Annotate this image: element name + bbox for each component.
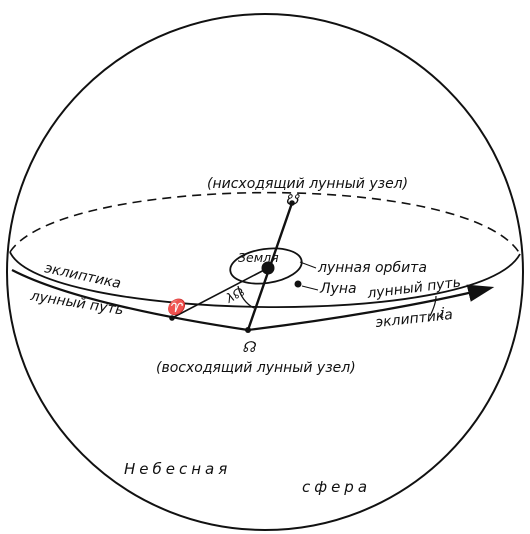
ascending-node-label: (восходящий лунный узел)	[156, 360, 356, 376]
inclination-label: i	[440, 304, 445, 322]
celestial-sphere-label-1: Небесная	[124, 460, 231, 478]
earth-label: Земля	[238, 250, 279, 265]
descending-node-symbol: ☋	[285, 191, 300, 209]
angle-lambda-label: λ☊	[222, 284, 246, 306]
moon-pointer	[302, 286, 318, 290]
descending-node-label: (нисходящий лунный узел)	[207, 176, 408, 192]
vernal-equinox-symbol: ♈	[166, 298, 188, 316]
ascending-node-point	[245, 327, 251, 333]
celestial-sphere-label-2: сфера	[302, 478, 371, 496]
lunar-orbit-label: лунная орбита	[317, 260, 427, 276]
lunar-orbit-pointer	[300, 262, 316, 268]
ecliptic-back-dashed	[10, 193, 520, 254]
vernal-equinox-point	[169, 315, 175, 321]
lunar-path-left-label: лунный путь	[28, 288, 124, 319]
ascending-node-symbol: ☊	[242, 338, 257, 356]
moon	[295, 281, 302, 288]
moon-label: Луна	[319, 281, 357, 297]
